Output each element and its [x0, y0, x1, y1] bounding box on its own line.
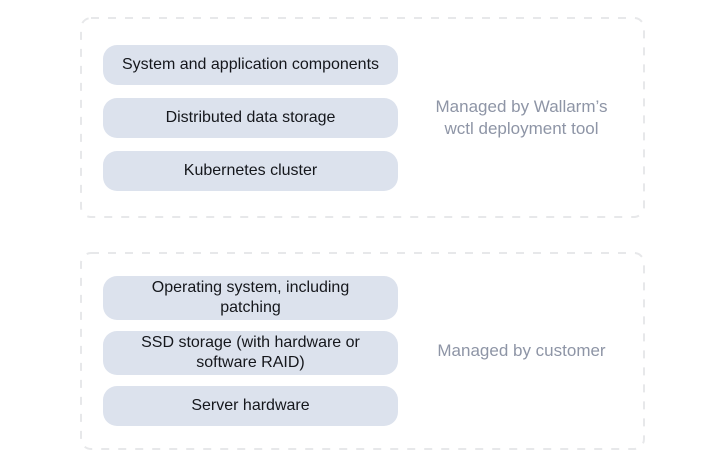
component-pill-distributed-storage: Distributed data storage	[103, 97, 398, 138]
group-label-wallarm: Managed by Wallarm’s wctl deployment too…	[435, 96, 608, 138]
component-pill-label: SSD storage (with hardware or software R…	[141, 334, 360, 371]
component-pill-stack: System and application components Distri…	[103, 44, 398, 191]
component-pill-label: System and application components	[121, 55, 380, 73]
component-pill-kubernetes-cluster: Kubernetes cluster	[103, 150, 398, 191]
component-pill-stack: Operating system, including patching SSD…	[103, 276, 398, 426]
component-pill-operating-system: Operating system, including patching	[103, 276, 398, 320]
group-label-customer: Managed by customer	[437, 341, 606, 360]
component-pill-label: Operating system, including patching	[151, 279, 350, 316]
group-label-area: Managed by Wallarm’s wctl deployment too…	[398, 96, 645, 140]
component-pill-system-components: System and application components	[103, 44, 398, 85]
component-pill-label: Server hardware	[191, 397, 310, 414]
customer-managed-group: Operating system, including patching SSD…	[80, 252, 645, 450]
wallarm-managed-group: System and application components Distri…	[80, 17, 645, 218]
component-pill-label: Distributed data storage	[165, 108, 336, 126]
component-pill-server-hardware: Server hardware	[103, 386, 398, 426]
group-label-area: Managed by customer	[398, 340, 645, 362]
component-pill-ssd-storage: SSD storage (with hardware or software R…	[103, 331, 398, 375]
component-pill-label: Kubernetes cluster	[183, 161, 318, 179]
